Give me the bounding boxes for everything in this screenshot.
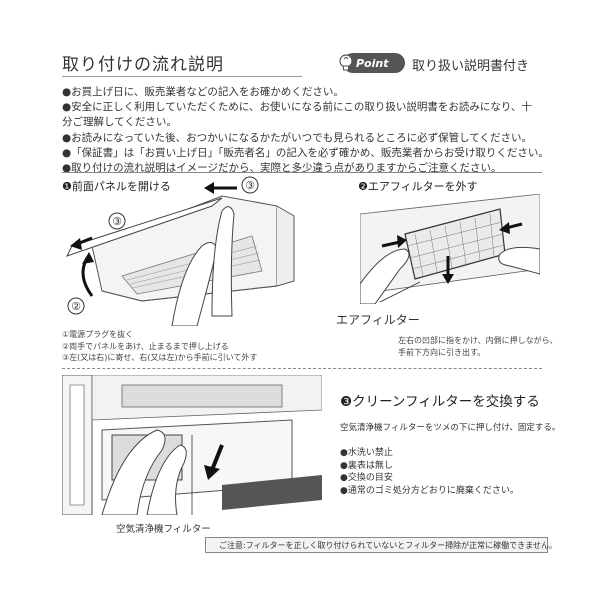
warning-text: ご注意:フィルターを正しく取り付けられていないとフィルター掃除が正常に稼働できま… bbox=[219, 540, 557, 550]
step3-list-item: ●交換の目安 bbox=[340, 473, 393, 483]
point-badge: Point bbox=[339, 53, 405, 73]
step3-illustration bbox=[62, 375, 322, 515]
step1-mark: ③ bbox=[245, 179, 255, 192]
step1-mark: ③ bbox=[112, 215, 122, 228]
step1-note: ③左(又は右)に寄せ、右(又は左)から手前に引いて外す bbox=[62, 353, 258, 362]
step1-note: ①電源プラグを抜く bbox=[62, 330, 134, 339]
title-underline bbox=[62, 76, 302, 77]
lightbulb-icon bbox=[339, 54, 353, 71]
step3-list-item: ●水洗い禁止 bbox=[340, 448, 393, 458]
step2-heading: ❷エアフィルターを外す bbox=[358, 180, 478, 193]
instruction-item: ●取り付けの流れ説明はイメージだから、実際と多少違う点がありますからご注意くださ… bbox=[62, 162, 502, 175]
air-filter-callout: エアフィルター bbox=[336, 313, 420, 327]
step1-illustration: ③ ③ ② bbox=[66, 176, 295, 326]
step2-illustration bbox=[360, 194, 540, 304]
instruction-item: 分ご理解してください。 bbox=[62, 116, 177, 129]
instruction-item: ●安全に正しく利用していただくために、お使いになる前にこの取り扱い説明書をお読み… bbox=[62, 101, 532, 114]
instruction-item: ●お読みになっていた後、おつかいになるかたがいつでも見られるところに必ず保管して… bbox=[62, 131, 533, 144]
page-title: 取り付けの流れ説明 bbox=[62, 55, 224, 75]
step3-list-item: ●裏表は無し bbox=[340, 460, 393, 471]
warning-box: ご注意:フィルターを正しく取り付けられていないとフィルター掃除が正常に稼働できま… bbox=[205, 537, 557, 553]
step1-heading: ❶前面パネルを開ける bbox=[62, 180, 171, 193]
instructions-list: ●お買上げ日に、販売業者などの記入をお確かめください。 ●安全に正しく利用してい… bbox=[62, 85, 552, 176]
step3-list-item: ●通常のゴミ処分方どおりに廃棄ください。 bbox=[340, 485, 519, 496]
section-divider bbox=[62, 172, 542, 173]
step1-notes: ①電源プラグを抜く ②両手でパネルをあけ、止まるまで押し上げる ③左(又は右)に… bbox=[62, 329, 257, 364]
step1-mark: ② bbox=[71, 300, 81, 313]
step3-list: ●水洗い禁止 ●裏表は無し ●交換の目安 ●通常のゴミ処分方どおりに廃棄ください… bbox=[340, 447, 519, 497]
step2-note: 手前下方向に引き出す。 bbox=[398, 347, 486, 357]
manual-included-label: 取り扱い説明書付き bbox=[412, 59, 530, 74]
point-label: Point bbox=[356, 56, 389, 70]
step1-note: ②両手でパネルをあけ、止まるまで押し上げる bbox=[62, 341, 229, 351]
instruction-item: ●お買上げ日に、販売業者などの記入をお確かめください。 bbox=[62, 86, 344, 98]
instruction-item: ●「保証書」は「お買い上げ日」「販売者名」の記入を必ず確かめ、販売業者からお受け… bbox=[62, 146, 549, 159]
step3-heading: ❸クリーンフィルターを交換する bbox=[340, 394, 540, 410]
step2-notes: 左右の凹部に指をかけ、内側に押しながら、 手前下方向に引き出す。 bbox=[398, 335, 558, 358]
section-divider-dashed bbox=[62, 368, 542, 369]
step2-note: 左右の凹部に指をかけ、内側に押しながら、 bbox=[398, 336, 558, 345]
step3-description: 空気清浄機フィルターをツメの下に押し付け、固定する。 bbox=[340, 423, 561, 433]
clean-filter-callout: 空気清浄機フィルター bbox=[116, 524, 211, 535]
